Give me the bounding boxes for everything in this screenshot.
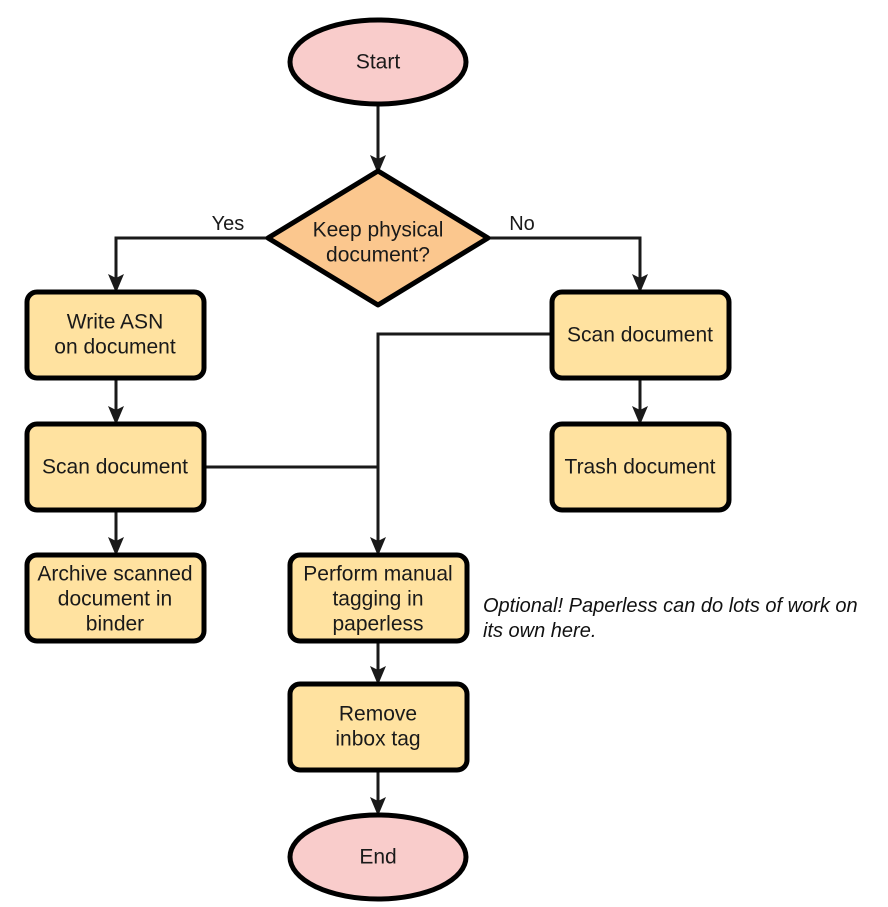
start-label: Start (356, 51, 401, 74)
annotation-line-1: Optional! Paperless can do lots of work … (483, 595, 858, 617)
edge-scan-right-to-trash (632, 378, 648, 425)
decision-diamond (265, 168, 491, 308)
edge-remove-inbox-to-end (370, 770, 386, 816)
archive-label-line-1: Archive scanned (37, 563, 192, 586)
node-perform-manual-tagging[interactable]: Perform manual tagging in paperless (287, 552, 470, 644)
end-ellipse (287, 812, 469, 902)
node-end[interactable]: End (287, 812, 469, 902)
archive-label-line-3: binder (86, 613, 144, 636)
write-asn-label-line-1: Write ASN (67, 311, 163, 334)
node-trash-document[interactable]: Trash document (549, 421, 732, 513)
node-remove-inbox-tag[interactable]: Remove inbox tag (287, 681, 470, 773)
remove-inbox-tag-box (287, 681, 470, 773)
edge-scan-left-to-archive (108, 510, 124, 556)
decision-label-line-1: Keep physical (313, 219, 444, 242)
scan-document-right-box (549, 289, 732, 381)
edge-label-yes: Yes (212, 213, 245, 235)
edge-decision-to-scan-right (490, 236, 648, 293)
node-write-asn-on-document[interactable]: Write ASN on document (24, 289, 207, 381)
edge-scan-right-to-manual-tagging (370, 332, 552, 556)
scan-document-right-label: Scan document (567, 324, 713, 347)
edge-start-to-decision (370, 104, 386, 174)
edge-label-no: No (509, 213, 535, 235)
annotation-optional-note: Optional! Paperless can do lots of work … (483, 595, 858, 642)
edge-write-asn-to-scan-left (108, 378, 124, 425)
remove-inbox-label-line-1: Remove (339, 703, 417, 726)
edge-manual-tagging-to-remove-inbox (370, 641, 386, 685)
scan-document-left-box (24, 421, 207, 513)
node-scan-document-left[interactable]: Scan document (24, 421, 207, 513)
annotation-line-2: its own here. (483, 620, 596, 642)
archive-box (24, 552, 207, 644)
manual-tagging-box (287, 552, 470, 644)
trash-document-box (549, 421, 732, 513)
start-ellipse (287, 17, 469, 107)
edge-layer (108, 104, 648, 816)
write-asn-box (24, 289, 207, 381)
manual-tagging-label-line-1: Perform manual (303, 563, 452, 586)
node-start[interactable]: Start (287, 17, 469, 107)
edge-decision-to-write-asn (108, 236, 266, 293)
archive-label-line-2: document in (58, 588, 172, 611)
decision-label-line-2: document? (326, 244, 430, 267)
manual-tagging-label-line-2: tagging in (332, 588, 423, 611)
manual-tagging-label-line-3: paperless (332, 613, 423, 636)
end-label: End (359, 846, 396, 869)
write-asn-label-line-2: on document (54, 336, 176, 359)
node-archive-scanned-document[interactable]: Archive scanned document in binder (24, 552, 207, 644)
node-decision-keep-physical-document[interactable]: Keep physical document? (265, 168, 491, 308)
trash-document-label: Trash document (565, 456, 716, 479)
scan-document-left-label: Scan document (42, 456, 188, 479)
node-scan-document-right[interactable]: Scan document (549, 289, 732, 381)
remove-inbox-label-line-2: inbox tag (335, 728, 420, 751)
